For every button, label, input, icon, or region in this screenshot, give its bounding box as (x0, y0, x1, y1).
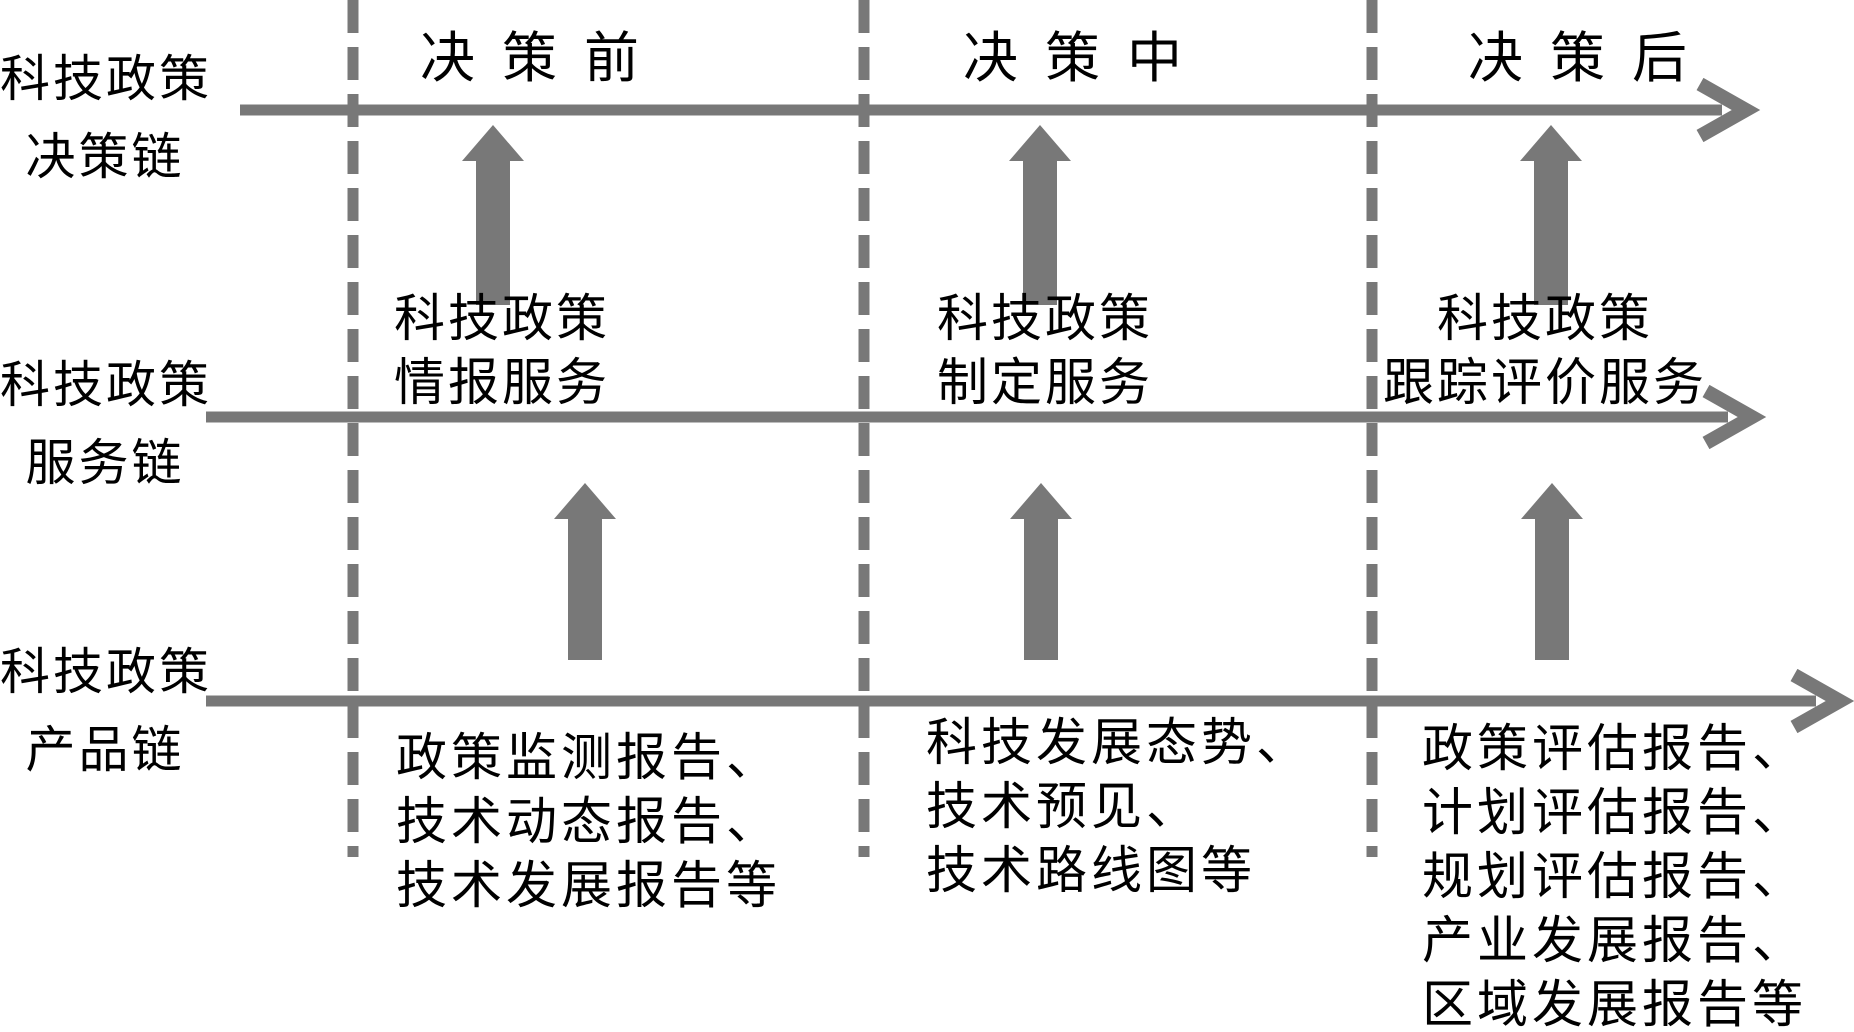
service-text-intelligence-line2: 情报服务 (393, 356, 611, 412)
up-arrow-product-to-service-3 (1521, 483, 1583, 660)
service-text-formulation-line2: 制定服务 (936, 356, 1154, 412)
up-arrow-product-to-service-1 (554, 483, 616, 660)
chain-label-service-line1: 科技政策 (0, 357, 212, 413)
product-list-after-line5: 区域发展报告等 (1422, 978, 1808, 1032)
up-arrowhead-icon (554, 483, 616, 519)
product-list-before-line1: 政策监测报告、 (396, 731, 782, 787)
up-arrow-shaft (1535, 516, 1569, 660)
product-list-during-line2: 技术预见、 (926, 780, 1202, 836)
up-arrowhead-icon (1009, 125, 1071, 161)
product-chain-arrowhead-icon (1790, 668, 1854, 734)
up-arrow-service-to-decision-2 (1009, 125, 1071, 305)
phase-header-after: 决策后 (1468, 28, 1715, 89)
up-arrow-shaft (1024, 516, 1058, 660)
product-list-before-line2: 技术动态报告、 (396, 795, 782, 851)
product-list-after-line4: 产业发展报告、 (1422, 914, 1808, 970)
product-list-before-line3: 技术发展报告等 (396, 859, 782, 915)
chain-label-decision-line1: 科技政策 (0, 51, 212, 107)
product-list-before: 政策监测报告、 技术动态报告、 技术发展报告等 (396, 727, 781, 919)
product-list-after: 政策评估报告、 计划评估报告、 规划评估报告、 产业发展报告、 区域发展报告等 (1422, 718, 1807, 1032)
up-arrowhead-icon (1521, 483, 1583, 519)
product-list-after-line3: 规划评估报告、 (1422, 850, 1808, 906)
service-text-tracking-evaluation-line1: 科技政策 (1436, 292, 1654, 348)
chain-label-product-line2: 产品链 (25, 722, 185, 778)
up-arrow-shaft (476, 158, 510, 305)
up-arrowhead-icon (1010, 483, 1072, 519)
up-arrow-shaft (568, 516, 602, 660)
up-arrow-service-to-decision-3 (1520, 125, 1582, 305)
service-text-formulation-line1: 科技政策 (936, 292, 1154, 348)
decision-chain-arrow (240, 77, 1761, 143)
up-arrow-shaft (1534, 158, 1568, 305)
service-text-intelligence-line1: 科技政策 (393, 292, 611, 348)
product-list-after-line2: 计划评估报告、 (1422, 786, 1808, 842)
product-list-during-line1: 科技发展态势、 (926, 716, 1312, 772)
service-chain-arrowhead-icon (1702, 384, 1767, 450)
product-list-after-line1: 政策评估报告、 (1422, 722, 1808, 778)
service-text-tracking-evaluation: 科技政策 跟踪评价服务 (1383, 288, 1707, 416)
phase-header-during: 决策中 (963, 28, 1210, 89)
up-arrow-service-to-decision-1 (462, 125, 524, 305)
service-chain-arrow (206, 384, 1767, 450)
product-chain-arrow (206, 668, 1854, 734)
chain-label-service-line2: 服务链 (25, 435, 185, 491)
product-list-during: 科技发展态势、 技术预见、 技术路线图等 (926, 712, 1311, 904)
chain-label-product: 科技政策 产品链 (0, 633, 210, 789)
chain-label-product-line1: 科技政策 (0, 644, 212, 700)
phase-header-before: 决策前 (420, 28, 667, 89)
chain-label-service: 科技政策 服务链 (0, 346, 210, 502)
service-text-intelligence: 科技政策 情报服务 (394, 288, 610, 416)
service-text-tracking-evaluation-line2: 跟踪评价服务 (1382, 356, 1708, 412)
up-arrowhead-icon (462, 125, 524, 161)
up-arrow-shaft (1023, 158, 1057, 305)
product-list-during-line3: 技术路线图等 (926, 844, 1257, 900)
chain-label-decision: 科技政策 决策链 (0, 40, 210, 196)
chain-label-decision-line2: 决策链 (25, 129, 185, 185)
up-arrowhead-icon (1520, 125, 1582, 161)
decision-chain-arrowhead-icon (1696, 77, 1761, 143)
up-arrow-product-to-service-2 (1010, 483, 1072, 660)
service-text-formulation: 科技政策 制定服务 (937, 288, 1153, 416)
